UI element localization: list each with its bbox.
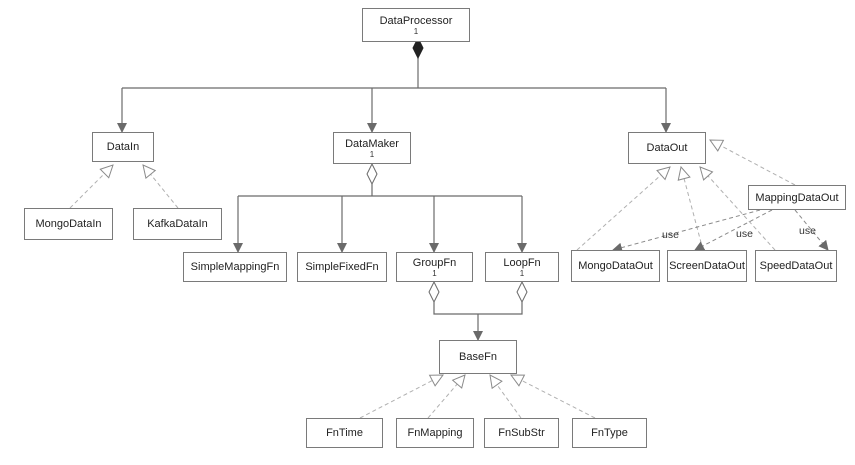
class-speeddataout[interactable]: SpeedDataOut — [755, 250, 837, 282]
dependency-label: use — [799, 225, 816, 237]
class-label: BaseFn — [459, 351, 497, 363]
class-groupfn[interactable]: GroupFn 1 — [396, 252, 473, 282]
class-label: SimpleMappingFn — [190, 261, 280, 273]
class-label: MongoDataIn — [35, 218, 102, 230]
class-label: FnSubStr — [498, 427, 545, 439]
class-label: DataProcessor — [379, 14, 453, 27]
class-label: DataOut — [646, 142, 688, 154]
dependency-label: use — [736, 228, 753, 240]
class-mongodataout[interactable]: MongoDataOut — [571, 250, 660, 282]
class-label: ScreenDataOut — [669, 260, 745, 272]
class-label: LoopFn — [503, 256, 541, 269]
class-datain[interactable]: DataIn — [92, 132, 154, 162]
class-label: KafkaDataIn — [147, 218, 208, 230]
composition-connector — [117, 58, 671, 133]
generalization-connector — [576, 140, 796, 251]
class-label: DataMaker — [345, 137, 399, 150]
class-kafkadatain[interactable]: KafkaDataIn — [133, 208, 222, 240]
class-basefn[interactable]: BaseFn — [439, 340, 517, 374]
multiplicity-label: 1 — [519, 268, 525, 278]
class-label: GroupFn — [412, 256, 457, 269]
class-simplefixedfn[interactable]: SimpleFixedFn — [297, 252, 387, 282]
composition-diamond — [412, 36, 424, 60]
class-label: SpeedDataOut — [759, 260, 833, 272]
class-label: DataIn — [106, 141, 140, 153]
dependency-connector — [612, 209, 829, 253]
multiplicity-label: 1 — [369, 149, 375, 159]
class-screendataout[interactable]: ScreenDataOut — [667, 250, 747, 282]
aggregation-connector — [233, 184, 527, 253]
aggregation-diamond — [428, 280, 440, 304]
multiplicity-label: 1 — [432, 268, 437, 278]
class-fnsubstr[interactable]: FnSubStr — [484, 418, 559, 448]
class-label: MappingDataOut — [755, 191, 839, 204]
class-fntype[interactable]: FnType — [572, 418, 647, 448]
class-label: SimpleFixedFn — [305, 261, 379, 273]
class-simplemappingfn[interactable]: SimpleMappingFn — [183, 252, 287, 282]
multiplicity-label: 1 — [413, 26, 419, 36]
class-label: FnType — [591, 427, 628, 439]
class-fntime[interactable]: FnTime — [306, 418, 383, 448]
aggregation-connector — [433, 302, 523, 341]
class-dataprocessor[interactable]: DataProcessor 1 — [362, 8, 470, 42]
class-datamaker[interactable]: DataMaker 1 — [333, 132, 411, 164]
class-mappingdataout[interactable]: MappingDataOut — [748, 185, 846, 210]
class-label: FnMapping — [407, 427, 463, 439]
class-label: FnTime — [326, 427, 363, 439]
class-label: MongoDataOut — [578, 260, 653, 272]
class-fnmapping[interactable]: FnMapping — [396, 418, 474, 448]
aggregation-diamond — [516, 280, 528, 304]
aggregation-diamond — [366, 162, 378, 186]
class-dataout[interactable]: DataOut — [628, 132, 706, 164]
class-mongodatain[interactable]: MongoDataIn — [24, 208, 113, 240]
class-loopfn[interactable]: LoopFn 1 — [485, 252, 559, 282]
generalization-connector — [69, 165, 179, 209]
generalization-connector — [359, 375, 596, 419]
dependency-label: use — [662, 229, 679, 241]
